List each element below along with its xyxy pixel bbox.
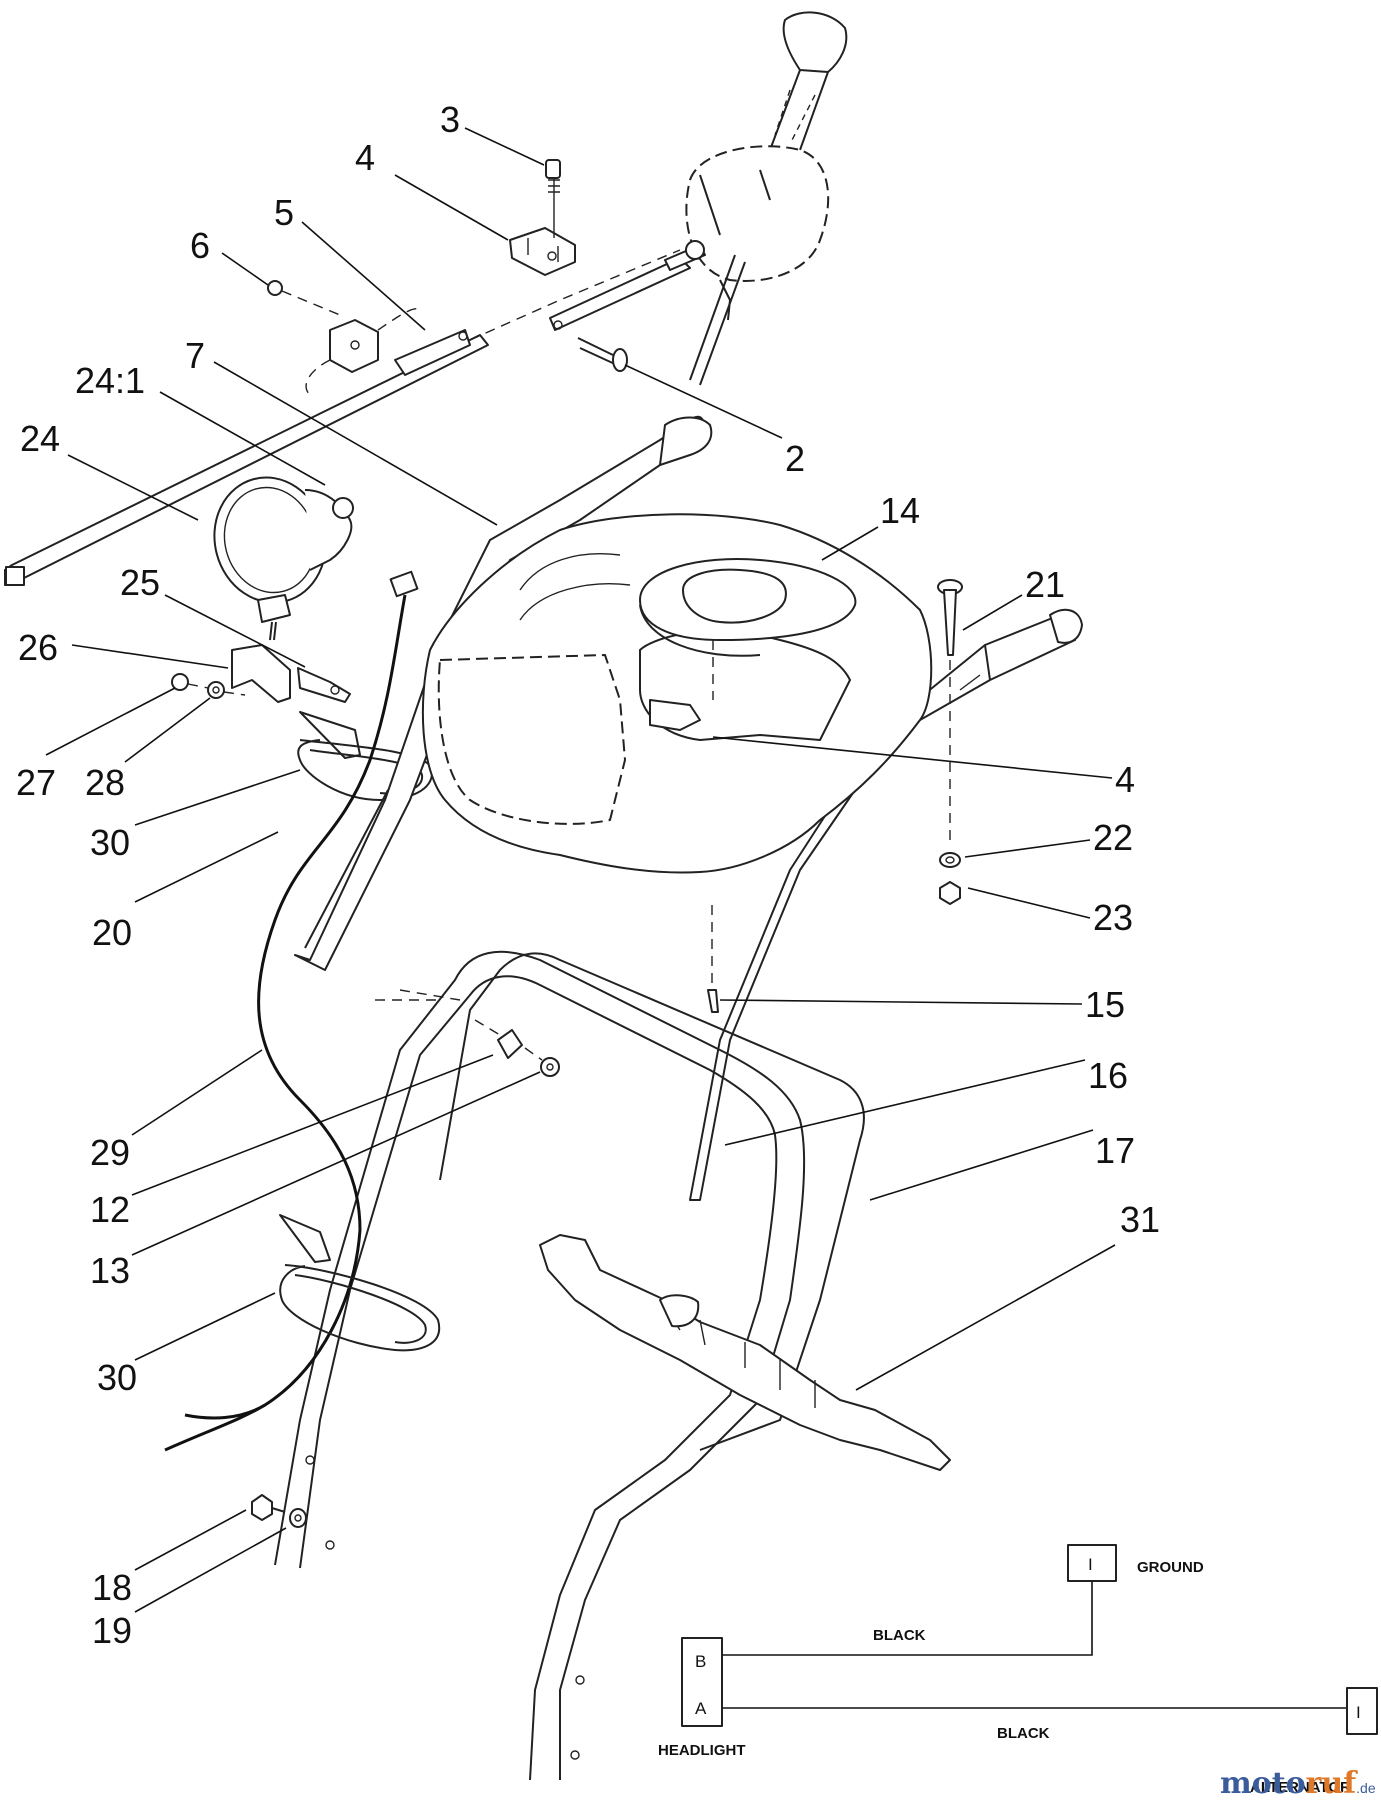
callout-27: 27	[16, 762, 56, 803]
callout-22: 22	[1093, 817, 1133, 858]
callout-24-1: 24:1	[75, 360, 145, 401]
wire-b-to-ground	[722, 1581, 1093, 1656]
callout-13: 13	[90, 1250, 130, 1291]
alternator-label: ALTERNATOR	[1250, 1779, 1351, 1796]
callout-7: 7	[185, 335, 205, 376]
wire-top-label: BLACK	[873, 1627, 926, 1644]
callout-30-upper: 30	[90, 822, 130, 863]
callout-23: 23	[1093, 897, 1133, 938]
wire-bottom-label: BLACK	[997, 1725, 1050, 1742]
headlight-part	[213, 476, 354, 641]
callout-25: 25	[120, 562, 160, 603]
callout-24: 24	[20, 418, 60, 459]
wiring-schematic: I GROUND B A HEADLIGHT BLACK BLACK I ALT…	[658, 1544, 1378, 1796]
bracket-part	[509, 159, 576, 276]
watermark-suffix: .de	[1356, 1780, 1376, 1796]
shift-lever-part	[685, 11, 848, 386]
callout-29: 29	[90, 1132, 130, 1173]
callout-3: 3	[440, 99, 460, 140]
callout-4-bracket: 4	[355, 137, 375, 178]
pin-a-label: A	[695, 1699, 707, 1718]
callout-28: 28	[85, 762, 125, 803]
headlight-label: HEADLIGHT	[658, 1742, 746, 1759]
leader-lines	[45, 127, 1116, 1613]
harness-wire-part	[164, 570, 419, 1452]
callout-16: 16	[1088, 1055, 1128, 1096]
watermark-logo: motoruf.de	[1220, 1766, 1376, 1800]
pin-b-label: B	[695, 1652, 706, 1671]
bolt-washer-18-19-part	[251, 1494, 307, 1528]
clevis-pin-part	[937, 579, 963, 905]
callout-21: 21	[1025, 564, 1065, 605]
callout-17: 17	[1095, 1130, 1135, 1171]
svg-text:motoruf.de: motoruf.de	[1220, 1766, 1376, 1800]
headlight-connector-box	[681, 1637, 723, 1727]
callout-26: 26	[18, 627, 58, 668]
alternator-terminal-box	[1346, 1687, 1378, 1735]
callout-14: 14	[880, 490, 920, 531]
callout-15: 15	[1085, 984, 1125, 1025]
lower-handle-part	[274, 950, 806, 1781]
alternator-terminal-label: I	[1356, 1703, 1361, 1722]
handle-frame-part	[375, 952, 865, 1451]
carriage-bolt-part	[577, 337, 628, 372]
callout-20: 20	[92, 912, 132, 953]
callout-6: 6	[190, 225, 210, 266]
callout-18: 18	[92, 1567, 132, 1608]
callout-5: 5	[274, 192, 294, 233]
shift-rod-part	[4, 240, 706, 586]
watermark-brand-blue: moto	[1220, 1766, 1306, 1800]
chute-ring-part	[639, 558, 857, 700]
watermark-brand-orange: ruf	[1306, 1766, 1359, 1800]
shift-rod-lower-part	[539, 1234, 951, 1471]
callout-2: 2	[785, 438, 805, 479]
hardware-12-13-15-part	[474, 905, 719, 1077]
callout-labels: 3 4 5 6 7 24:1 24 2 14 25 21 26 27 28 4 …	[16, 99, 1160, 1651]
cable-tie-lower-part	[279, 1214, 441, 1352]
ground-terminal-label: I	[1088, 1555, 1093, 1574]
callout-4-panel: 4	[1115, 759, 1135, 800]
headlight-bracket-part	[171, 644, 351, 703]
mount-plate-part	[267, 280, 421, 396]
callout-31: 31	[1120, 1199, 1160, 1240]
callout-30-lower: 30	[97, 1357, 137, 1398]
callout-12: 12	[90, 1189, 130, 1230]
callout-19: 19	[92, 1610, 132, 1651]
ground-label: GROUND	[1137, 1559, 1204, 1576]
